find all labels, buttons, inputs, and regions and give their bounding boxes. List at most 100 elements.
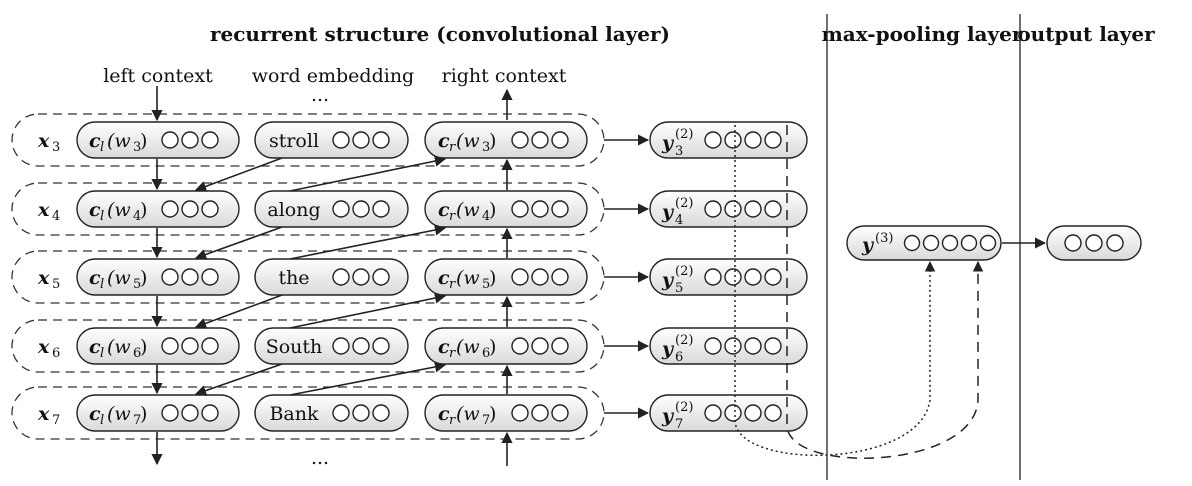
right-context-close-paren: ) — [489, 336, 496, 358]
right-context-symbol: c — [438, 130, 450, 152]
y2-unit-circle — [764, 268, 782, 286]
pool-unit-circle — [903, 234, 921, 252]
y2-unit-circle — [724, 404, 742, 422]
left-context-arg-subscript: 7 — [133, 413, 141, 428]
y2-unit-circle — [764, 200, 782, 218]
right-context-unit-circle — [531, 337, 549, 355]
x-label: x — [37, 336, 50, 358]
y2-unit-circle — [744, 200, 762, 218]
right-context-unit-circle — [511, 404, 529, 422]
left-context-arg: (w — [107, 403, 131, 425]
x-label-subscript: 3 — [52, 140, 60, 155]
right-context-unit-circle — [511, 337, 529, 355]
left-context-symbol: c — [89, 403, 101, 425]
bottom-ellipsis: ... — [311, 447, 329, 469]
left-context-node — [76, 258, 240, 296]
row-dashed-container — [11, 113, 605, 167]
word-embedding-label: word embedding — [252, 65, 414, 87]
x-label: x — [37, 267, 50, 289]
left-context-unit-circle — [201, 200, 219, 218]
top-ellipsis: ... — [311, 84, 329, 106]
word-embedding-word: Bank — [269, 403, 319, 425]
left-context-subscript: l — [100, 413, 104, 428]
word-embedding-unit-circle — [352, 200, 370, 218]
word-embedding-unit-circle — [332, 337, 350, 355]
y2-unit-circle — [724, 337, 742, 355]
word-embedding-unit-circle — [332, 268, 350, 286]
y2-unit-circle — [764, 404, 782, 422]
left-context-symbol: c — [89, 130, 101, 152]
left-context-unit-circle — [181, 200, 199, 218]
y2-subscript: 5 — [675, 281, 683, 296]
word-embedding-unit-circle — [372, 200, 390, 218]
embedding-to-right-context-arrow — [289, 155, 447, 192]
right-context-unit-circle — [551, 268, 569, 286]
left-context-node — [76, 394, 240, 432]
y2-unit-circle — [744, 131, 762, 149]
row-dashed-container — [11, 386, 605, 440]
right-context-unit-circle — [531, 404, 549, 422]
pool-node-symbol: y — [861, 234, 875, 256]
right-context-node — [424, 394, 588, 432]
right-context-node — [424, 121, 588, 159]
embedding-to-left-context-arrow — [194, 226, 283, 260]
left-context-subscript: l — [100, 277, 104, 292]
word-embedding-unit-circle — [352, 131, 370, 149]
pool-unit-circle — [941, 234, 959, 252]
word-embedding-word: South — [266, 336, 323, 358]
word-embedding-node — [254, 394, 409, 432]
right-context-node — [424, 327, 588, 365]
right-context-subscript: r — [449, 346, 456, 361]
right-context-unit-circle — [511, 268, 529, 286]
left-context-unit-circle — [161, 337, 179, 355]
y2-symbol: y — [661, 201, 675, 223]
output-unit-circle — [1085, 234, 1103, 252]
right-context-arg: (w — [456, 336, 480, 358]
left-context-unit-circle — [161, 404, 179, 422]
right-context-arg-subscript: 3 — [482, 140, 490, 155]
left-context-unit-circle — [161, 268, 179, 286]
right-context-unit-circle — [551, 131, 569, 149]
output-unit-circle — [1064, 234, 1082, 252]
row-dashed-container — [11, 319, 605, 373]
word-embedding-node — [254, 327, 409, 365]
y2-unit-circle — [724, 268, 742, 286]
right-context-symbol: c — [438, 199, 450, 221]
y2-unit-circle — [724, 200, 742, 218]
right-context-arg-subscript: 6 — [482, 346, 490, 361]
embedding-to-left-context-arrow — [194, 157, 283, 192]
x-label: x — [37, 130, 50, 152]
output-node — [1046, 225, 1142, 261]
right-context-unit-circle — [531, 200, 549, 218]
embedding-to-right-context-arrow — [289, 292, 447, 329]
left-context-arg-subscript: 5 — [133, 277, 141, 292]
right-context-close-paren: ) — [489, 130, 496, 152]
y2-unit-circle — [764, 337, 782, 355]
x-label-subscript: 7 — [52, 413, 60, 428]
left-context-symbol: c — [89, 199, 101, 221]
y2-subscript: 4 — [675, 213, 683, 228]
right-context-subscript: r — [449, 413, 456, 428]
right-context-symbol: c — [438, 336, 450, 358]
right-context-arg-subscript: 7 — [482, 413, 490, 428]
left-context-arg-subscript: 3 — [133, 140, 141, 155]
right-context-close-paren: ) — [489, 267, 496, 289]
word-embedding-unit-circle — [372, 337, 390, 355]
max-pooling-header: max-pooling layer — [822, 22, 1023, 46]
word-embedding-unit-circle — [372, 268, 390, 286]
left-context-arg: (w — [107, 130, 131, 152]
y2-subscript: 6 — [675, 350, 683, 365]
left-context-node — [76, 327, 240, 365]
y2-superscript: (2) — [675, 333, 693, 348]
right-context-unit-circle — [511, 200, 529, 218]
right-context-arg-subscript: 5 — [482, 277, 490, 292]
pool-unit-circle — [979, 234, 997, 252]
left-context-unit-circle — [201, 131, 219, 149]
left-context-subscript: l — [100, 346, 104, 361]
y2-unit-circle — [704, 404, 722, 422]
right-context-node — [424, 190, 588, 228]
right-context-arg: (w — [456, 403, 480, 425]
